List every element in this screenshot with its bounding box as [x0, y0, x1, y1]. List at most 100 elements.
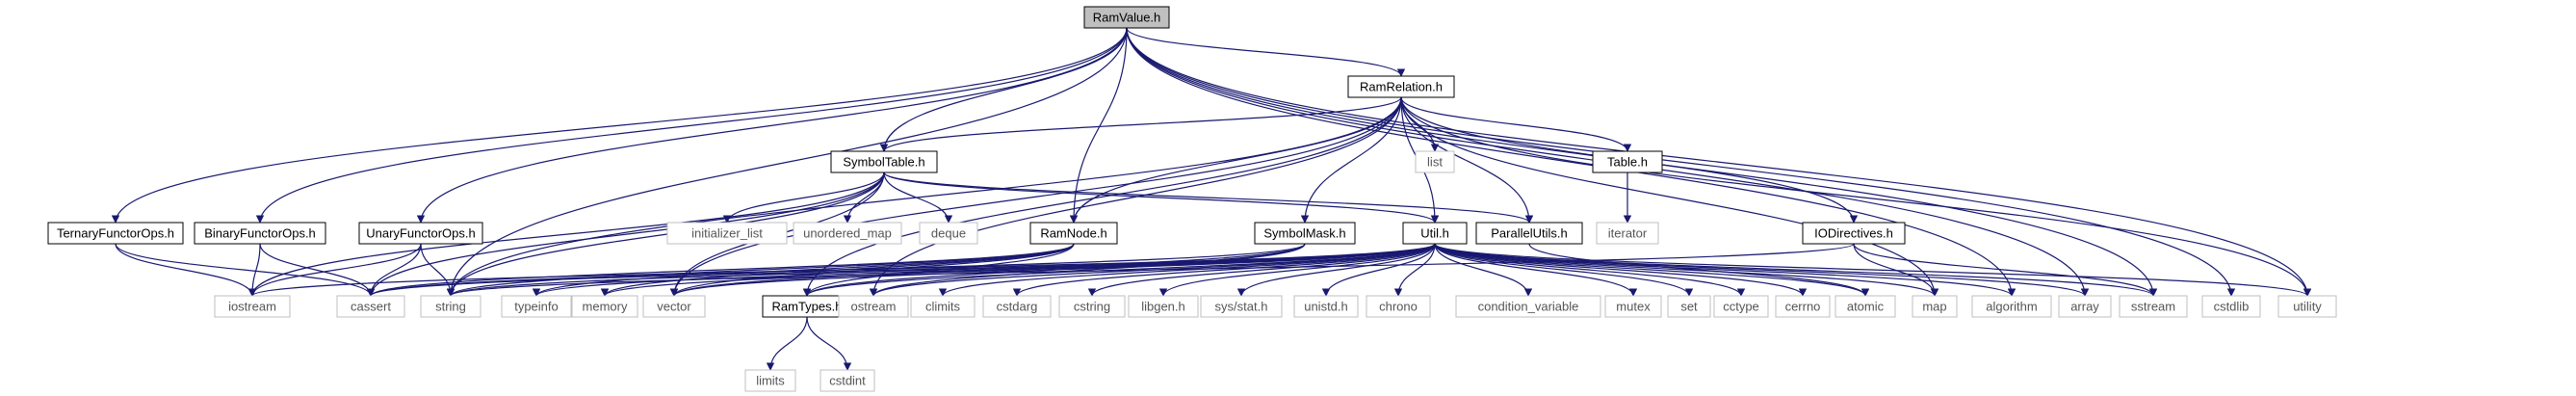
node-util[interactable]: Util.h: [1402, 222, 1468, 245]
node-ramnode[interactable]: RamNode.h: [1029, 222, 1118, 245]
node-parallelutils[interactable]: ParallelUtils.h: [1475, 222, 1583, 245]
node-label-ostream: ostream: [851, 300, 897, 314]
node-cassert: cassert: [336, 295, 405, 318]
node-ternaryfunctorops[interactable]: TernaryFunctorOps.h: [47, 222, 184, 245]
node-label-vector: vector: [657, 300, 691, 314]
edge-ramrelation-to-ramnode: [1069, 96, 1402, 224]
node-climits: climits: [910, 295, 976, 318]
node-label-iostream: iostream: [228, 300, 276, 314]
node-box-symbolmask[interactable]: [1254, 222, 1356, 245]
node-label-ramvalue: RamValue.h: [1093, 11, 1161, 25]
node-label-ramrelation: RamRelation.h: [1360, 80, 1443, 94]
edge-util-to-cstring: [1087, 243, 1436, 297]
node-ramtypes[interactable]: RamTypes.h: [762, 295, 852, 318]
node-cstdlib: cstdlib: [2201, 295, 2261, 318]
node-symbolmask[interactable]: SymbolMask.h: [1254, 222, 1356, 245]
node-box-ramnode[interactable]: [1029, 222, 1118, 245]
node-label-ramnode: RamNode.h: [1040, 226, 1106, 241]
node-label-cerrno: cerrno: [1785, 300, 1821, 314]
node-box-chrono: [1366, 295, 1431, 318]
node-sstream: sstream: [2119, 295, 2188, 318]
node-utility: utility: [2277, 295, 2337, 318]
edge-ramvalue-to-unaryfunctorops: [416, 27, 1128, 224]
node-box-parallelutils[interactable]: [1475, 222, 1583, 245]
node-box-unaryfunctorops[interactable]: [358, 222, 483, 245]
edge-unaryfunctorops-to-iostream: [247, 243, 422, 297]
node-cctype: cctype: [1713, 295, 1769, 318]
edge-util-to-typeinfo: [533, 243, 1436, 297]
node-box-iterator: [1596, 222, 1659, 245]
node-label-ternaryfunctorops: TernaryFunctorOps.h: [57, 226, 174, 241]
node-binaryfunctorops[interactable]: BinaryFunctorOps.h: [194, 222, 326, 245]
edge-ramrelation-to-string: [446, 96, 1402, 297]
node-label-table: Table.h: [1607, 155, 1648, 170]
edge-util-to-sysstat: [1236, 243, 1436, 297]
node-label-libgen: libgen.h: [1141, 300, 1185, 314]
node-box-atomic: [1834, 295, 1896, 318]
node-box-typeinfo: [501, 295, 572, 318]
node-label-utility: utility: [2293, 300, 2322, 314]
edge-iodirectives-to-map: [1853, 243, 1939, 297]
node-array: array: [2058, 295, 2112, 318]
edge-ramrelation-to-list: [1400, 96, 1440, 152]
node-ramvalue[interactable]: RamValue.h: [1083, 6, 1170, 29]
node-box-ostream: [838, 295, 909, 318]
node-box-cctype: [1713, 295, 1769, 318]
node-ramrelation[interactable]: RamRelation.h: [1347, 75, 1455, 98]
node-label-algorithm: algorithm: [1986, 300, 2037, 314]
node-box-ternaryfunctorops[interactable]: [47, 222, 184, 245]
edge-symboltable-to-deque: [883, 172, 953, 224]
edge-util-to-libgen: [1158, 243, 1436, 297]
node-label-iterator: iterator: [1608, 226, 1648, 241]
node-box-climits: [910, 295, 976, 318]
node-memory: memory: [571, 295, 638, 318]
node-symboltable[interactable]: SymbolTable.h: [830, 150, 938, 173]
edge-ramvalue-to-ramrelation: [1126, 27, 1406, 77]
node-box-iodirectives[interactable]: [1802, 222, 1906, 245]
node-vector: vector: [642, 295, 706, 318]
node-label-util: Util.h: [1420, 226, 1449, 241]
edge-ramrelation-to-ramtypes: [802, 96, 1402, 297]
node-label-cstring: cstring: [1074, 300, 1110, 314]
node-box-binaryfunctorops[interactable]: [194, 222, 326, 245]
node-box-ramvalue[interactable]: [1083, 6, 1170, 29]
edge-ramrelation-to-parallelutils: [1400, 96, 1534, 224]
node-iterator: iterator: [1596, 222, 1659, 245]
edge-ramvalue-to-algorithm: [1126, 27, 2017, 297]
node-unaryfunctorops[interactable]: UnaryFunctorOps.h: [358, 222, 483, 245]
edge-util-to-set: [1434, 243, 1694, 297]
node-box-table[interactable]: [1592, 150, 1663, 173]
edge-util-to-unistd: [1321, 243, 1436, 297]
node-box-symboltable[interactable]: [830, 150, 938, 173]
node-sysstat: sys/stat.h: [1200, 295, 1283, 318]
node-list: list: [1415, 150, 1455, 173]
edge-util-to-cerrno: [1434, 243, 1808, 297]
node-label-sysstat: sys/stat.h: [1215, 300, 1268, 314]
node-box-cassert: [336, 295, 405, 318]
node-box-sstream: [2119, 295, 2188, 318]
node-iodirectives[interactable]: IODirectives.h: [1802, 222, 1906, 245]
edge-symboltable-to-parallelutils: [883, 172, 1534, 224]
edge-util-to-iostream: [248, 243, 1436, 297]
node-cerrno: cerrno: [1775, 295, 1831, 318]
node-box-cstdarg: [982, 295, 1052, 318]
node-box-ramrelation[interactable]: [1347, 75, 1455, 98]
edge-util-to-atomic: [1434, 243, 1870, 297]
node-limits: limits: [744, 369, 796, 392]
node-box-limits: [744, 369, 796, 392]
edge-util-to-map: [1434, 243, 1939, 297]
node-label-cctype: cctype: [1723, 300, 1759, 314]
node-label-limits: limits: [756, 374, 785, 388]
edge-util-to-mutex: [1434, 243, 1638, 297]
edge-iodirectives-to-string: [447, 243, 1855, 297]
edge-symboltable-to-iostream: [247, 172, 885, 297]
node-table[interactable]: Table.h: [1592, 150, 1663, 173]
edge-ternaryfunctorops-to-iostream: [115, 243, 257, 297]
node-initializer-list: initializer_list: [666, 222, 788, 245]
edge-ramvalue-to-ternaryfunctorops: [111, 27, 1128, 224]
node-box-util[interactable]: [1402, 222, 1468, 245]
edge-util-to-algorithm: [1434, 243, 2017, 297]
node-label-deque: deque: [931, 226, 966, 241]
node-unordered-map: unordered_map: [793, 222, 902, 245]
